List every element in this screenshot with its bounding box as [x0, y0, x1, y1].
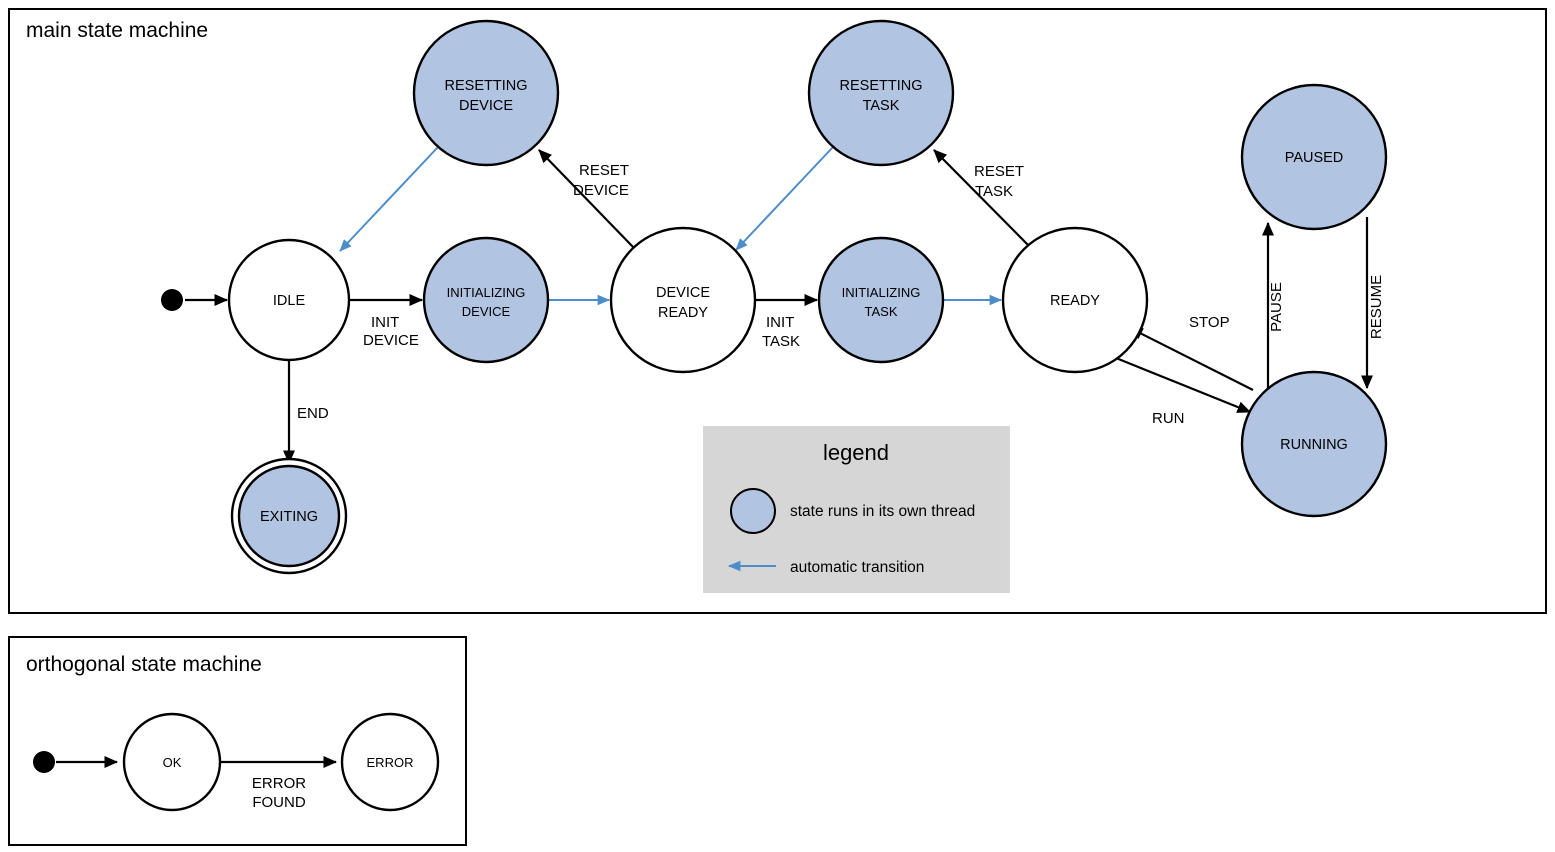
state-error-label: ERROR	[367, 755, 414, 770]
label-stop: STOP	[1189, 314, 1230, 331]
main-frame-border	[8, 8, 1547, 614]
label-reset-task-line1: RESET	[974, 163, 1024, 180]
state-resetting-device-circle[interactable]	[412, 19, 560, 167]
state-ready[interactable]: READY	[1001, 226, 1149, 374]
state-running[interactable]: RUNNING	[1240, 370, 1388, 518]
state-initializing-device-label-line2: DEVICE	[462, 304, 511, 319]
state-exiting[interactable]: EXITING	[230, 457, 348, 575]
transition-running-ready	[1129, 327, 1254, 391]
main-transitions	[185, 146, 1374, 465]
state-resetting-task[interactable]: RESETTING TASK	[807, 19, 955, 167]
legend: legend state runs in its own thread auto…	[703, 426, 1010, 593]
state-resetting-device-label-line2: DEVICE	[459, 98, 513, 114]
label-end: END	[297, 405, 329, 422]
state-device-ready-label-line2: READY	[658, 305, 708, 321]
state-error-circle[interactable]	[340, 712, 440, 812]
legend-threaded-state-icon	[730, 488, 776, 534]
main-frame-title: main state machine	[26, 19, 208, 42]
legend-title: legend	[823, 440, 889, 465]
label-init-device-line2: DEVICE	[363, 332, 419, 349]
orthogonal-frame-title: orthogonal state machine	[26, 653, 262, 676]
label-init-task-line2: TASK	[762, 333, 800, 350]
main-states: IDLE RESETTING DEVICE INITIALIZING DEVIC…	[161, 19, 1388, 575]
state-paused[interactable]: PAUSED	[1240, 83, 1388, 231]
state-ok[interactable]: OK	[122, 712, 222, 812]
state-error[interactable]: ERROR	[340, 712, 440, 812]
label-reset-device-line2: DEVICE	[573, 182, 629, 199]
state-device-ready[interactable]: DEVICE READY	[609, 226, 757, 374]
state-paused-label: PAUSED	[1285, 150, 1344, 166]
label-init-device-line1: INIT	[371, 314, 399, 331]
state-resetting-task-label-line2: TASK	[863, 98, 900, 114]
state-resetting-device-label-line1: RESETTING	[445, 78, 528, 94]
transition-resetting-task-device-ready	[735, 146, 834, 251]
state-initializing-task-label-line2: TASK	[865, 304, 898, 319]
state-idle-label: IDLE	[273, 293, 306, 309]
label-reset-device-line1: RESET	[579, 162, 629, 179]
legend-auto-transition-text: automatic transition	[790, 559, 924, 576]
state-paused-circle[interactable]	[1240, 83, 1388, 231]
state-initializing-task[interactable]: INITIALIZING TASK	[817, 236, 945, 364]
state-running-label: RUNNING	[1280, 437, 1348, 453]
transition-resetting-device-idle	[339, 146, 439, 252]
legend-threaded-state-text: state runs in its own thread	[790, 503, 975, 520]
state-idle[interactable]: IDLE	[227, 238, 351, 362]
orthogonal-initial-state-marker	[33, 751, 55, 773]
state-initializing-task-label-line1: INITIALIZING	[842, 285, 921, 300]
state-device-ready-circle[interactable]	[609, 226, 757, 374]
label-init-task-line1: INIT	[766, 314, 794, 331]
state-exiting-label: EXITING	[260, 509, 318, 525]
state-exiting-circle[interactable]	[237, 464, 341, 568]
label-resume: RESUME	[1368, 275, 1385, 339]
label-run: RUN	[1152, 410, 1185, 427]
state-initializing-device[interactable]: INITIALIZING DEVICE	[422, 236, 550, 364]
transition-device-ready-resetting-device	[538, 149, 635, 249]
state-initializing-device-circle[interactable]	[422, 236, 550, 364]
initial-state-marker	[161, 289, 183, 311]
label-error-found-line1: ERROR	[252, 775, 306, 792]
orthogonal-frame-border	[8, 636, 467, 846]
state-ok-label: OK	[163, 755, 182, 770]
main-transition-labels: INIT DEVICE END RESET DEVICE INIT TASK R…	[297, 162, 1385, 427]
label-reset-task-line2: TASK	[975, 183, 1013, 200]
state-resetting-task-label-line1: RESETTING	[840, 78, 923, 94]
state-ready-label: READY	[1050, 293, 1100, 309]
transition-ready-running	[1115, 356, 1252, 414]
state-resetting-task-circle[interactable]	[807, 19, 955, 167]
label-pause: PAUSE	[1268, 282, 1285, 332]
state-running-circle[interactable]	[1240, 370, 1388, 518]
state-idle-circle[interactable]	[227, 238, 351, 362]
label-error-found-line2: FOUND	[252, 794, 305, 811]
state-device-ready-label-line1: DEVICE	[656, 285, 710, 301]
orthogonal-state-machine-frame: orthogonal state machine ERROR FOUND OK …	[8, 636, 467, 846]
transition-ready-resetting-task	[933, 149, 1031, 248]
state-ok-circle[interactable]	[122, 712, 222, 812]
state-ready-circle[interactable]	[1001, 226, 1149, 374]
main-state-machine-frame: main state machine	[8, 8, 1547, 614]
state-initializing-device-label-line1: INITIALIZING	[447, 285, 526, 300]
state-resetting-device[interactable]: RESETTING DEVICE	[412, 19, 560, 167]
state-initializing-task-circle[interactable]	[817, 236, 945, 364]
